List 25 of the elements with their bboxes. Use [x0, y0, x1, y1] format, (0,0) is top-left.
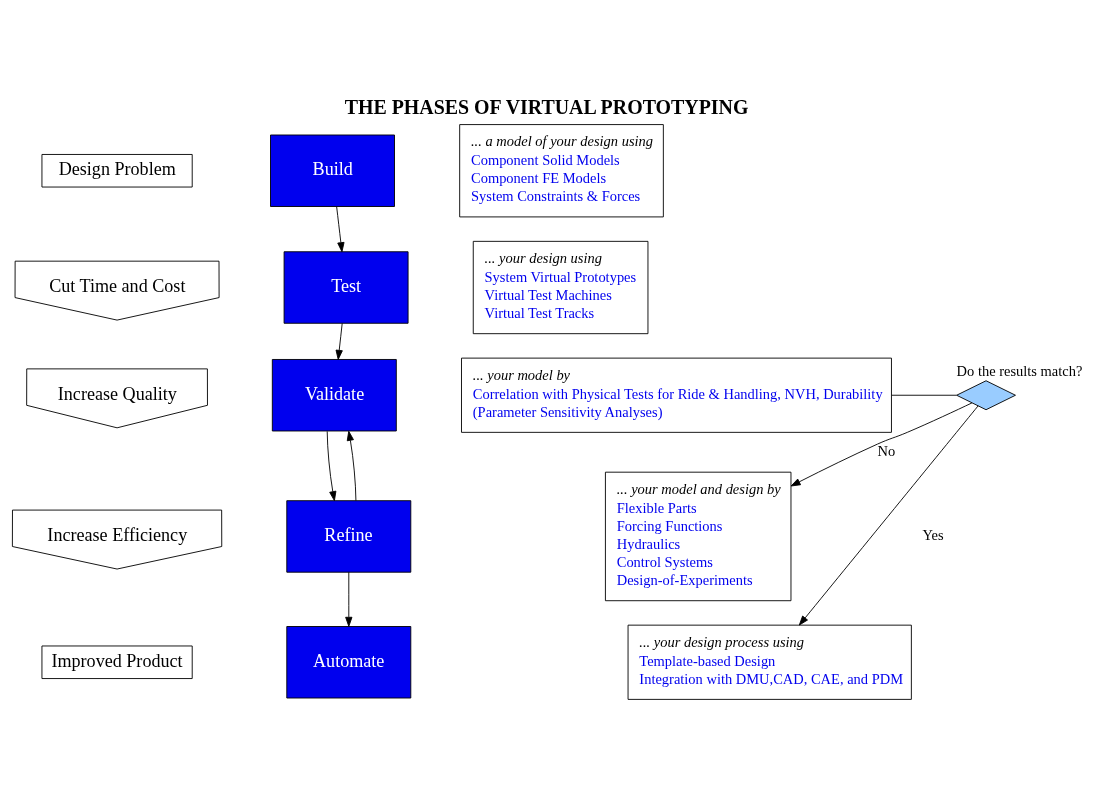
- node-box: ... your design using System Virtual Prototypes Virtual Test Machines Virtual Test Tracks: [472, 240, 649, 334]
- diagram-title: THE PHASES OF VIRTUAL PROTOTYPING: [344, 95, 749, 118]
- node-box: ... your model by Correlation with Physical Tests for Ride & Handling, NVH, Durability (Parameter Sensitivity Analyses): [461, 357, 892, 433]
- arrow: [790, 401, 973, 486]
- node-box: Automate: [286, 625, 412, 698]
- edge-label: No: [877, 442, 896, 459]
- arrow: [798, 404, 979, 625]
- node-box: Validate: [271, 358, 397, 431]
- arrow: [335, 322, 343, 360]
- node-box: Design Problem: [41, 153, 193, 187]
- node-box: Test: [283, 250, 409, 324]
- node-box: ... a model of your design using Component Solid Models Component FE Models System Constraints & Forces: [459, 123, 664, 217]
- connector: [891, 394, 958, 396]
- node-label: Do the results match?: [956, 362, 1083, 379]
- node-box: Refine: [286, 499, 412, 573]
- arrow: [345, 571, 353, 627]
- edge-label: Yes: [922, 526, 944, 543]
- arrow: [326, 430, 337, 501]
- node-box: Improved Product: [41, 645, 193, 679]
- node-diamond: [956, 379, 1016, 410]
- node-box: ... your model and design by Flexible Parts Forcing Functions Hydraulics Control Systems Design-of-Experiments: [604, 471, 792, 601]
- arrow: [346, 430, 357, 501]
- node-box: Build: [270, 134, 395, 207]
- arrow: [336, 205, 345, 252]
- node-box: ... your design process using Template-based Design Integration with DMU,CAD, CAE, and PDM: [627, 624, 912, 700]
